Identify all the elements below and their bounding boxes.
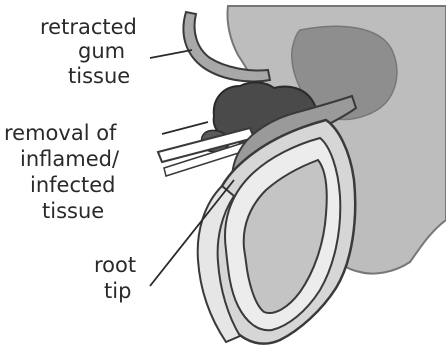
label-removal-line2: inflamed/ [20, 147, 120, 171]
label-root-tip: root tip [94, 253, 136, 303]
leader-removal [162, 122, 208, 134]
label-retracted-gum: retracted gum tissue [40, 15, 137, 88]
label-removal-line4: tissue [42, 199, 104, 223]
label-removal: removal of inflamed/ infected tissue [4, 121, 120, 223]
label-root-line1: root [94, 253, 136, 277]
label-retracted-line2: gum [78, 39, 125, 63]
label-root-line2: tip [104, 279, 131, 303]
label-removal-line3: infected [30, 173, 116, 197]
label-retracted-line3: tissue [68, 64, 130, 88]
label-retracted-line1: retracted [40, 15, 137, 39]
leader-retracted-gum [150, 50, 192, 58]
label-removal-line1: removal of [4, 121, 117, 145]
